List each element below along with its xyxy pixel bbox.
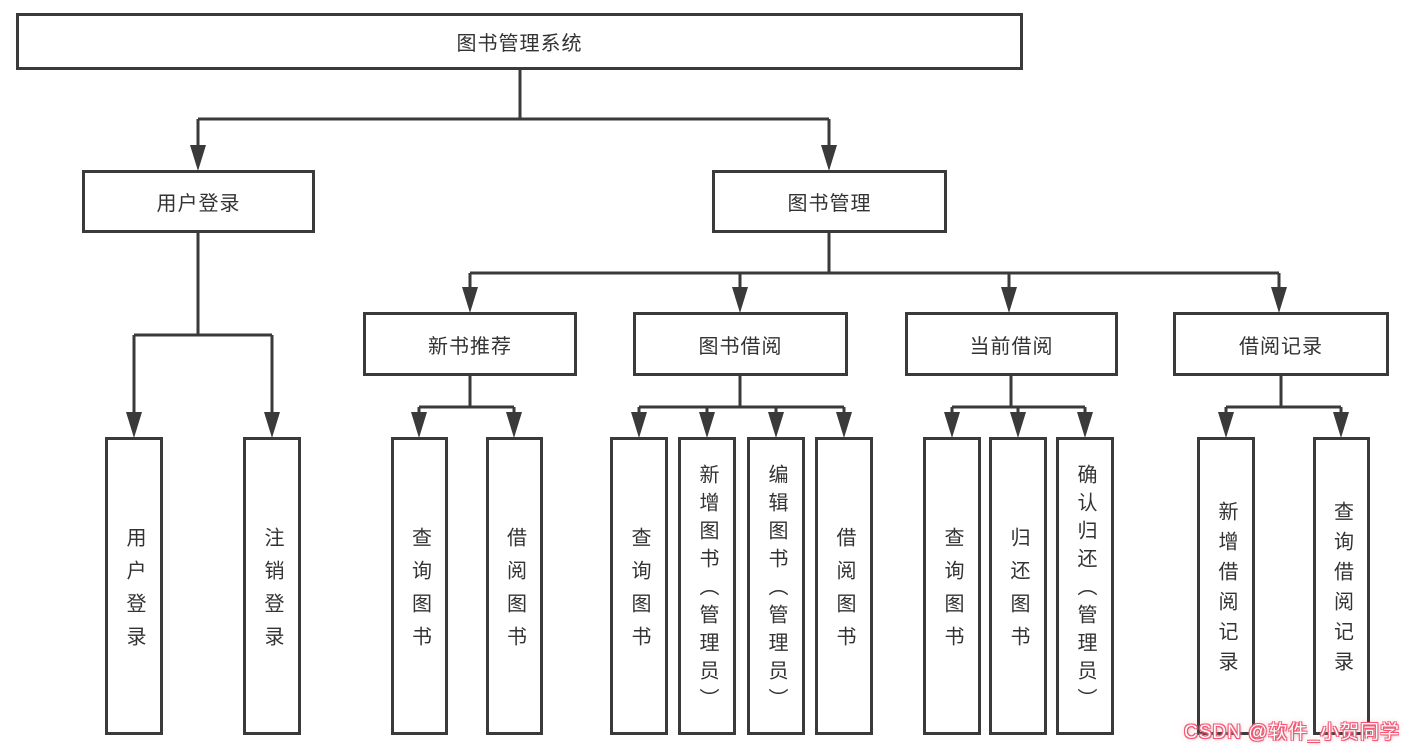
node-library-management-system: 图书管理系统 [16, 13, 1023, 70]
leaf-query-book: 查询图书 [610, 437, 668, 735]
leaf-add-book-admin: 新增图书（管理员） [678, 437, 736, 735]
leaf-label: 注销登录 [261, 527, 283, 659]
node-new-book-recommend: 新书推荐 [363, 312, 577, 376]
leaf-label: 查询图书 [628, 527, 650, 659]
leaf-label: 借阅图书 [503, 527, 526, 659]
node-label: 用户登录 [156, 193, 241, 215]
node-book-management: 图书管理 [712, 170, 947, 233]
leaf-user-login: 用户登录 [105, 437, 163, 735]
node-label: 图书管理系统 [456, 33, 583, 55]
node-label: 图书管理 [787, 193, 872, 215]
node-user-login: 用户登录 [82, 170, 315, 233]
node-label: 图书借阅 [698, 335, 783, 358]
leaf-add-borrow-record: 新增借阅记录 [1197, 437, 1255, 735]
leaf-query-borrow-record: 查询借阅记录 [1313, 437, 1370, 735]
leaf-label: 确认归还（管理员） [1074, 464, 1096, 716]
leaf-query-book: 查询图书 [391, 437, 448, 735]
leaf-label: 查询借阅记录 [1330, 501, 1353, 681]
node-current-borrow: 当前借阅 [905, 312, 1118, 376]
leaf-logout: 注销登录 [243, 437, 301, 735]
watermark: CSDN @软件_小贺同学 [1184, 722, 1400, 743]
leaf-label: 查询图书 [941, 527, 963, 659]
node-label: 当前借阅 [969, 335, 1054, 358]
leaf-label: 新增借阅记录 [1215, 501, 1237, 681]
leaf-borrow-book: 借阅图书 [815, 437, 873, 735]
leaf-label: 编辑图书（管理员） [765, 464, 787, 716]
leaf-query-book: 查询图书 [923, 437, 981, 735]
leaf-return-book: 归还图书 [989, 437, 1047, 735]
node-borrow-records: 借阅记录 [1173, 312, 1389, 376]
leaf-edit-book-admin: 编辑图书（管理员） [747, 437, 805, 735]
leaf-borrow-book: 借阅图书 [486, 437, 543, 735]
node-label: 借阅记录 [1239, 335, 1323, 358]
node-label: 新书推荐 [428, 335, 512, 358]
arrowhead-icons [126, 145, 1349, 438]
node-book-borrow: 图书借阅 [633, 312, 848, 376]
leaf-label: 新增图书（管理员） [696, 464, 718, 716]
leaf-label: 归还图书 [1007, 527, 1029, 659]
leaf-confirm-return-admin: 确认归还（管理员） [1056, 437, 1114, 735]
leaf-label: 借阅图书 [833, 527, 855, 659]
leaf-label: 用户登录 [123, 527, 145, 659]
leaf-label: 查询图书 [408, 527, 431, 659]
